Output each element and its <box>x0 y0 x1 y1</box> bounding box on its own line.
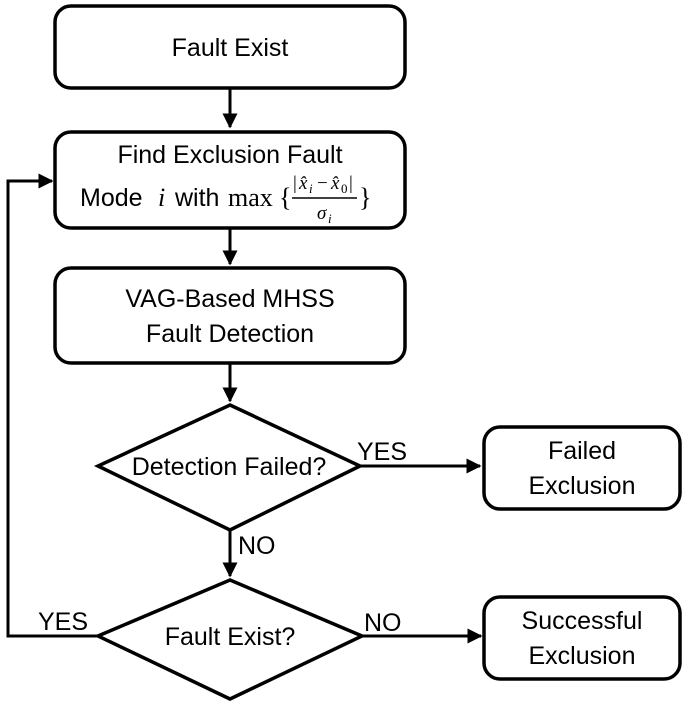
formula-mode-variable: i <box>158 183 165 212</box>
edge-fault-question-loop-back <box>6 173 98 638</box>
formula-numerator-x-hat-0: x̂ <box>330 173 340 194</box>
node-failed-exclusion-line2: Exclusion <box>529 472 636 500</box>
formula-mode-word: Mode <box>80 184 143 212</box>
formula-with-word: with <box>174 184 219 212</box>
formula-numerator-subscript-i: i <box>309 181 313 196</box>
node-find-exclusion-formula: Mode i with max { | x̂ i − x̂ 0 | σ i } <box>80 173 371 226</box>
node-detection-failed <box>93 403 365 532</box>
formula-denominator-sigma: σ <box>317 203 327 224</box>
formula-abs-bar-left: | <box>293 173 297 194</box>
formula-numerator-minus: − <box>317 173 328 194</box>
node-failed-exclusion <box>482 425 682 511</box>
node-vag-detection <box>53 266 407 365</box>
node-fault-exist-question-label: Fault Exist? <box>165 623 296 651</box>
formula-close-brace: } <box>359 183 371 212</box>
node-detection-failed-label: Detection Failed? <box>132 453 327 481</box>
edge-label-detection-yes: YES <box>357 438 407 466</box>
node-successful-exclusion-line1: Successful <box>522 607 643 635</box>
node-fault-exist-question <box>93 578 367 701</box>
edge-label-fault-yes: YES <box>38 608 88 636</box>
formula-denominator-subscript-i: i <box>328 211 332 226</box>
node-fault-exist-label: Fault Exist <box>172 34 289 62</box>
formula-max-operator: max <box>228 183 273 212</box>
node-find-exclusion <box>53 130 407 230</box>
node-successful-exclusion-line2: Exclusion <box>529 642 636 670</box>
node-failed-exclusion-line1: Failed <box>548 437 616 465</box>
node-find-exclusion-line1: Find Exclusion Fault <box>117 141 342 169</box>
edge-label-detection-no: NO <box>238 532 276 560</box>
formula-numerator-subscript-0: 0 <box>341 181 348 196</box>
node-successful-exclusion <box>482 595 682 681</box>
node-vag-detection-line2: Fault Detection <box>146 320 314 348</box>
node-vag-detection-line1: VAG-Based MHSS <box>125 285 334 313</box>
formula-abs-bar-right: | <box>349 173 353 194</box>
formula-numerator-x-hat-i: x̂ <box>298 173 308 194</box>
node-fault-exist <box>53 4 407 90</box>
edge-label-fault-no: NO <box>364 609 402 637</box>
formula-open-brace: { <box>279 183 291 212</box>
